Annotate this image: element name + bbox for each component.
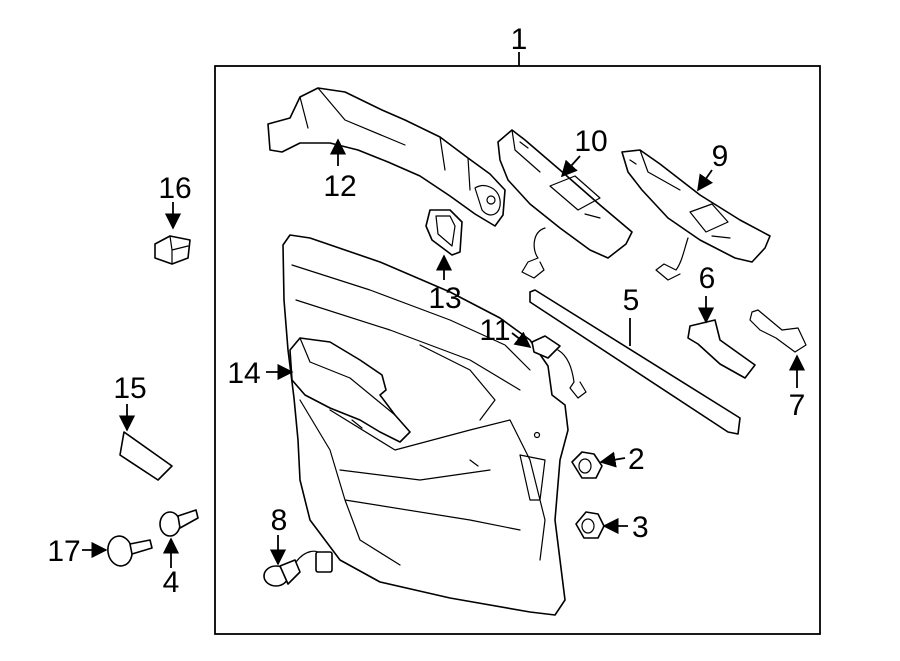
callout-7: 7 bbox=[789, 389, 806, 422]
part-8-lamp-harness bbox=[263, 550, 333, 587]
callout-10-leader bbox=[560, 155, 581, 178]
part-9-switch-bezel bbox=[621, 149, 771, 281]
part-6-bracket bbox=[687, 319, 756, 379]
callout-11-leader bbox=[511, 331, 532, 348]
callout-15: 15 bbox=[113, 372, 146, 405]
callout-13: 13 bbox=[428, 282, 461, 315]
part-16-clip bbox=[154, 235, 191, 265]
part-4-screw bbox=[159, 509, 199, 537]
part-10-switch-bezel bbox=[497, 129, 633, 279]
callout-1: 1 bbox=[511, 23, 528, 56]
part-12-upper-bracket bbox=[267, 87, 506, 227]
part-3-nut bbox=[575, 511, 605, 539]
part-17-push-pin bbox=[107, 535, 153, 567]
part-7-clip bbox=[749, 309, 807, 353]
callout-8: 8 bbox=[271, 504, 288, 537]
door-trim-panel bbox=[282, 234, 569, 616]
callout-4: 4 bbox=[163, 566, 180, 599]
callout-2-leader bbox=[599, 451, 626, 468]
part-11-connector bbox=[531, 335, 587, 399]
callout-5: 5 bbox=[623, 284, 640, 317]
callout-17: 17 bbox=[47, 535, 80, 568]
callout-9: 9 bbox=[712, 140, 729, 173]
callout-12: 12 bbox=[323, 170, 356, 203]
callout-9-leader bbox=[697, 169, 713, 192]
part-2-nut bbox=[571, 451, 603, 479]
part-13-trim-cover bbox=[425, 209, 463, 256]
callout-11: 11 bbox=[479, 314, 510, 347]
part-15-pad bbox=[119, 431, 173, 481]
part-5-weatherstrip bbox=[529, 289, 741, 435]
part-14-armrest bbox=[289, 337, 411, 443]
callout-16: 16 bbox=[158, 172, 191, 205]
callout-3: 3 bbox=[632, 511, 649, 544]
callout-14: 14 bbox=[227, 357, 260, 390]
callout-6: 6 bbox=[699, 262, 716, 295]
callout-10: 10 bbox=[574, 125, 607, 158]
callout-2: 2 bbox=[628, 443, 645, 476]
assembly-frame bbox=[214, 65, 821, 635]
